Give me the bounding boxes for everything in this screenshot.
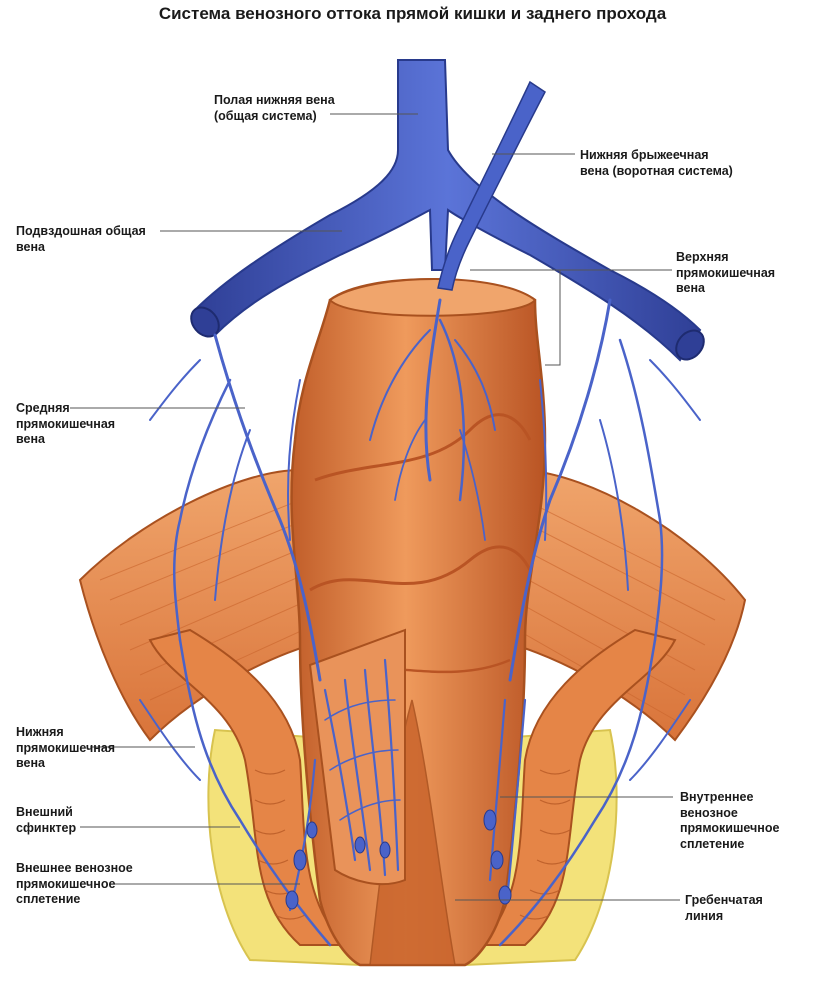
label-internal-venous-plexus: Внутреннее венозное прямокишечное сплете… [680,790,780,851]
label-common-iliac-vein: Подвздошная общая вена [16,224,146,254]
label-middle-rectal-vein: Средняя прямокишечная вена [16,401,116,446]
label-pectinate-line: Гребенчатая линия [685,893,763,923]
label-inferior-vena-cava: Полая нижняя вена (общая система) [214,93,335,123]
diagram-title: Система венозного оттока прямой кишки и … [158,4,667,23]
inferior-vena-cava-vessel [190,59,705,362]
inferior-mesenteric-vessel [437,80,546,291]
rectal-veins [139,298,701,947]
label-inferior-rectal-vein: Нижняя прямокишечная вена [16,725,116,770]
label-external-venous-plexus: Внешнее венозное прямокишечное сплетение [16,861,133,906]
label-inferior-mesenteric-vein: Нижняя брыжеечная вена (воротная система… [580,148,733,178]
label-superior-rectal-vein: Верхняя прямокишечная вена [676,250,776,295]
label-external-sphincter: Внешний сфинктер [16,805,77,835]
leader-lines [70,113,680,901]
venous-plexus-nodules [285,809,512,910]
rectum [290,278,547,967]
